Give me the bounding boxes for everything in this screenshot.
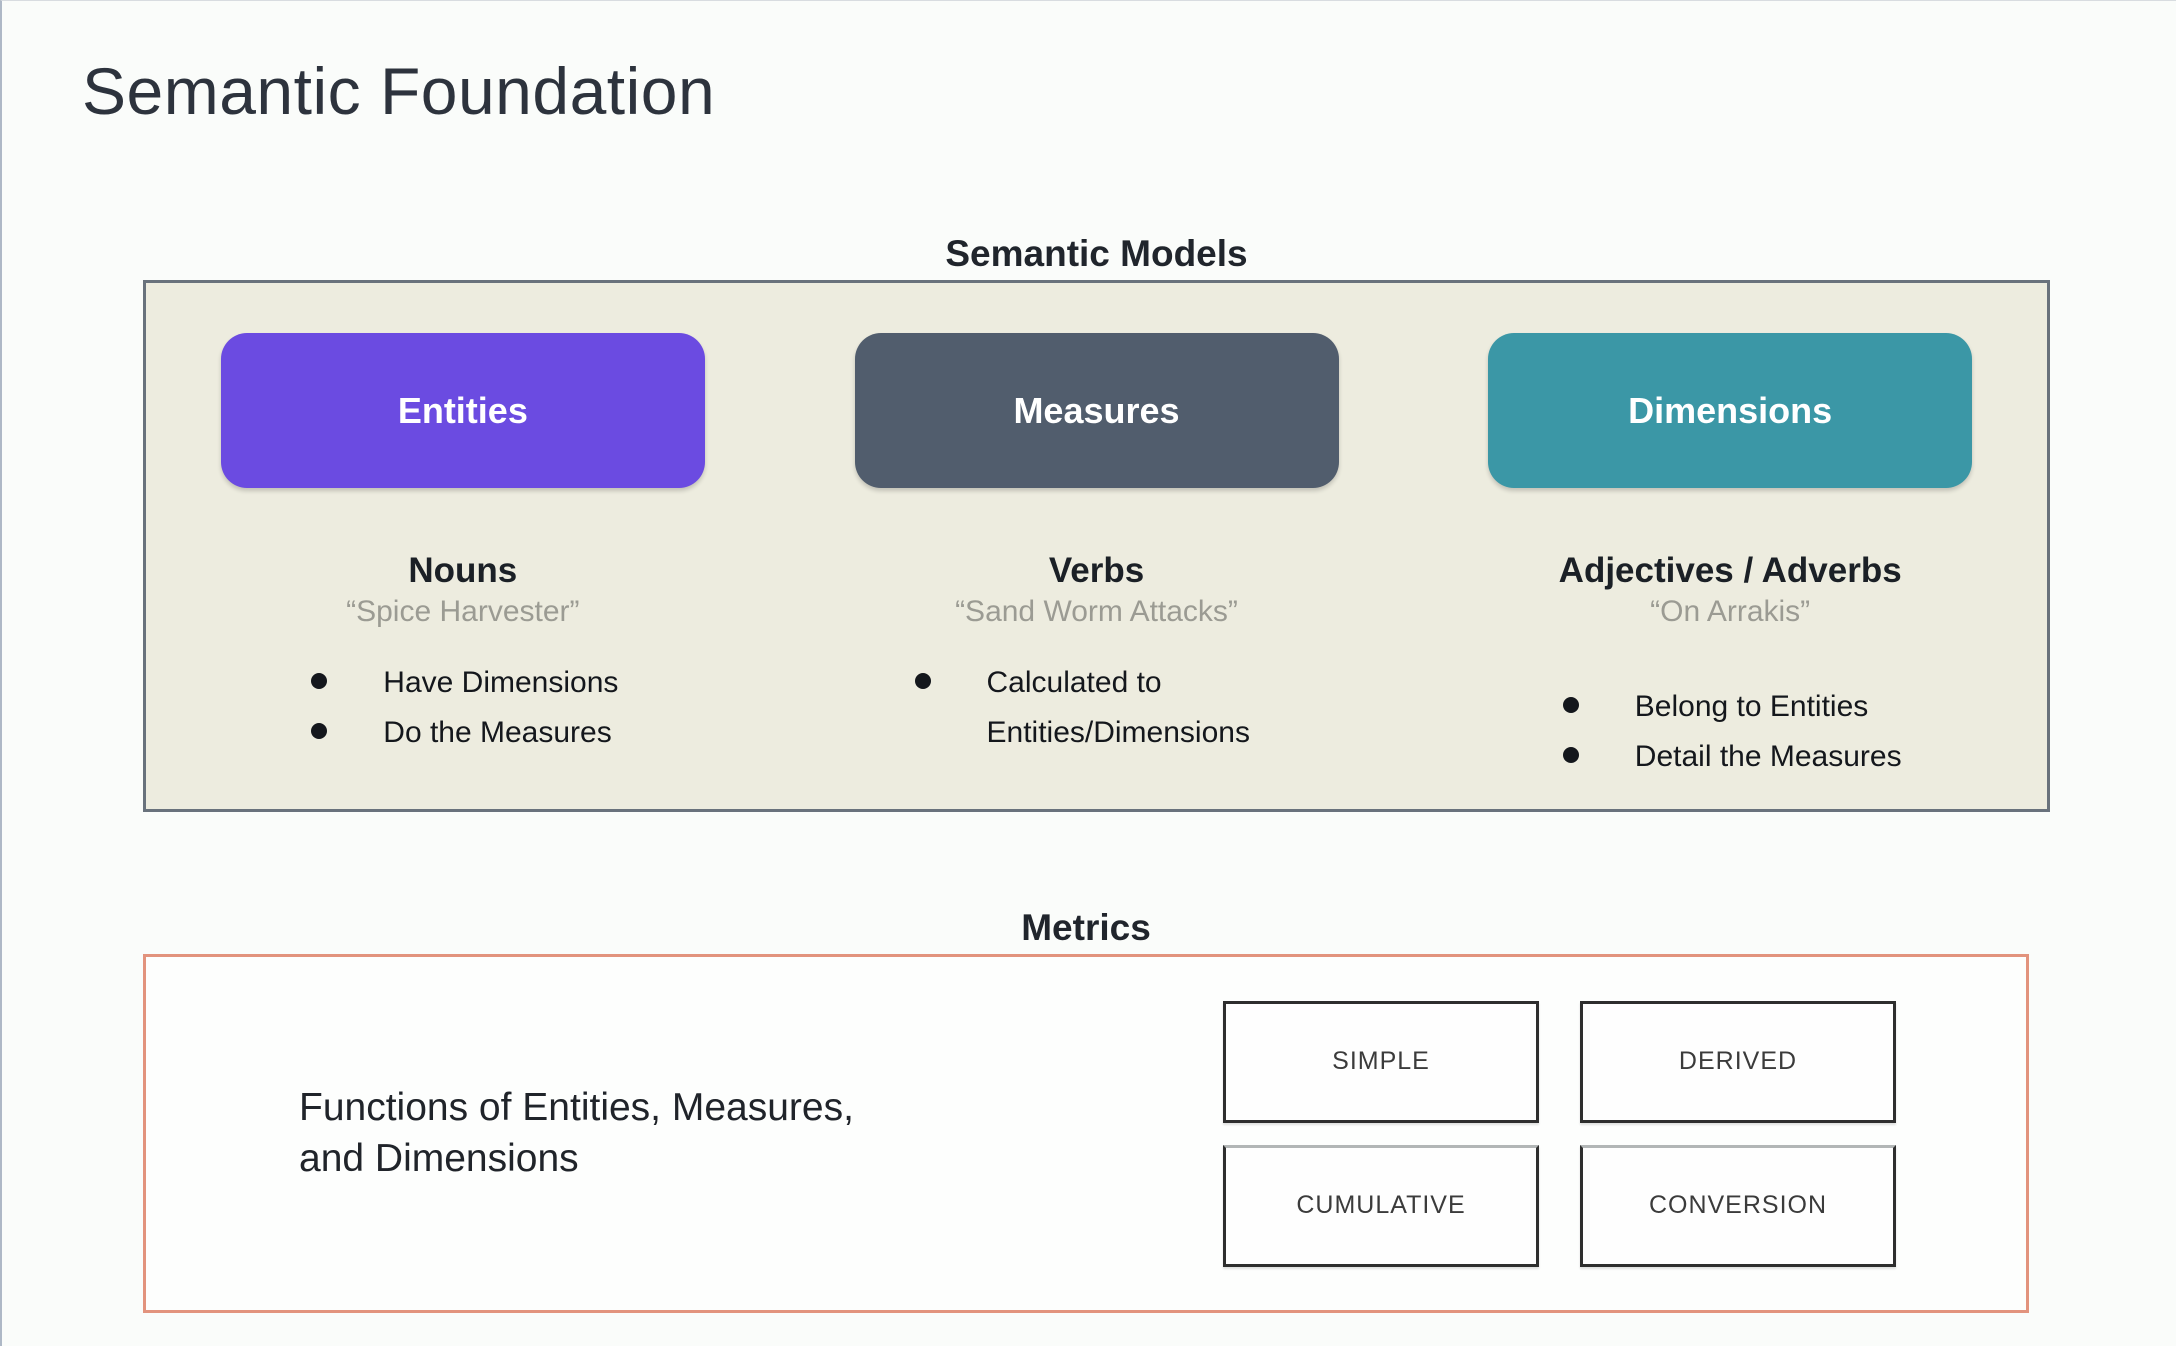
dimensions-example-label: “On Arrakis” [1650,594,1811,628]
metrics-panel: Functions of Entities, Measures, and Dim… [143,954,2029,1313]
bullet-item: Detail the Measures [1559,732,1902,782]
column-entities: Entities Nouns “Spice Harvester” Have Di… [146,283,780,809]
entities-pill: Entities [220,333,705,488]
metrics-heading: Metrics [1021,907,1151,948]
semantic-models-heading: Semantic Models [945,233,1248,274]
dimensions-pill: Dimensions [1488,333,1973,488]
semantic-models-panel: Entities Nouns “Spice Harvester” Have Di… [143,280,2050,812]
bullet-item: Do the Measures [307,708,618,758]
measures-pill: Measures [854,333,1339,488]
measures-example-label: “Sand Worm Attacks” [955,594,1238,628]
entities-bullet-list: Have Dimensions Do the Measures [307,658,618,759]
metric-box-derived: DERIVED [1580,1000,1896,1123]
metrics-section: Metrics Functions of Entities, Measures,… [143,909,2029,1313]
semantic-models-section: Semantic Models Entities Nouns “Spice Ha… [143,235,2050,812]
bullet-item: Calculated to Entities/Dimensions [911,658,1283,759]
page-title: Semantic Foundation [82,54,716,128]
bullet-item: Have Dimensions [307,658,618,708]
column-dimensions: Dimensions Adjectives / Adverbs “On Arra… [1413,283,2047,809]
metric-box-simple: SIMPLE [1223,1000,1539,1123]
entities-role-label: Nouns [408,551,518,590]
column-measures: Measures Verbs “Sand Worm Attacks” Calcu… [780,283,1414,809]
dimensions-bullet-list: Belong to Entities Detail the Measures [1559,682,1902,783]
dimensions-role-label: Adjectives / Adverbs [1558,551,1902,590]
entities-example-label: “Spice Harvester” [346,594,580,628]
metrics-description: Functions of Entities, Measures, and Dim… [299,1083,854,1184]
metrics-description-line2: and Dimensions [299,1136,579,1180]
measures-bullet-list: Calculated to Entities/Dimensions [911,658,1283,759]
metric-box-cumulative: CUMULATIVE [1223,1144,1539,1267]
metrics-description-line1: Functions of Entities, Measures, [299,1085,854,1129]
measures-role-label: Verbs [1048,551,1145,590]
bullet-item: Belong to Entities [1559,682,1902,732]
metric-box-conversion: CONVERSION [1580,1144,1896,1267]
metric-type-grid: SIMPLE DERIVED CUMULATIVE CONVERSION [1223,1000,1896,1267]
